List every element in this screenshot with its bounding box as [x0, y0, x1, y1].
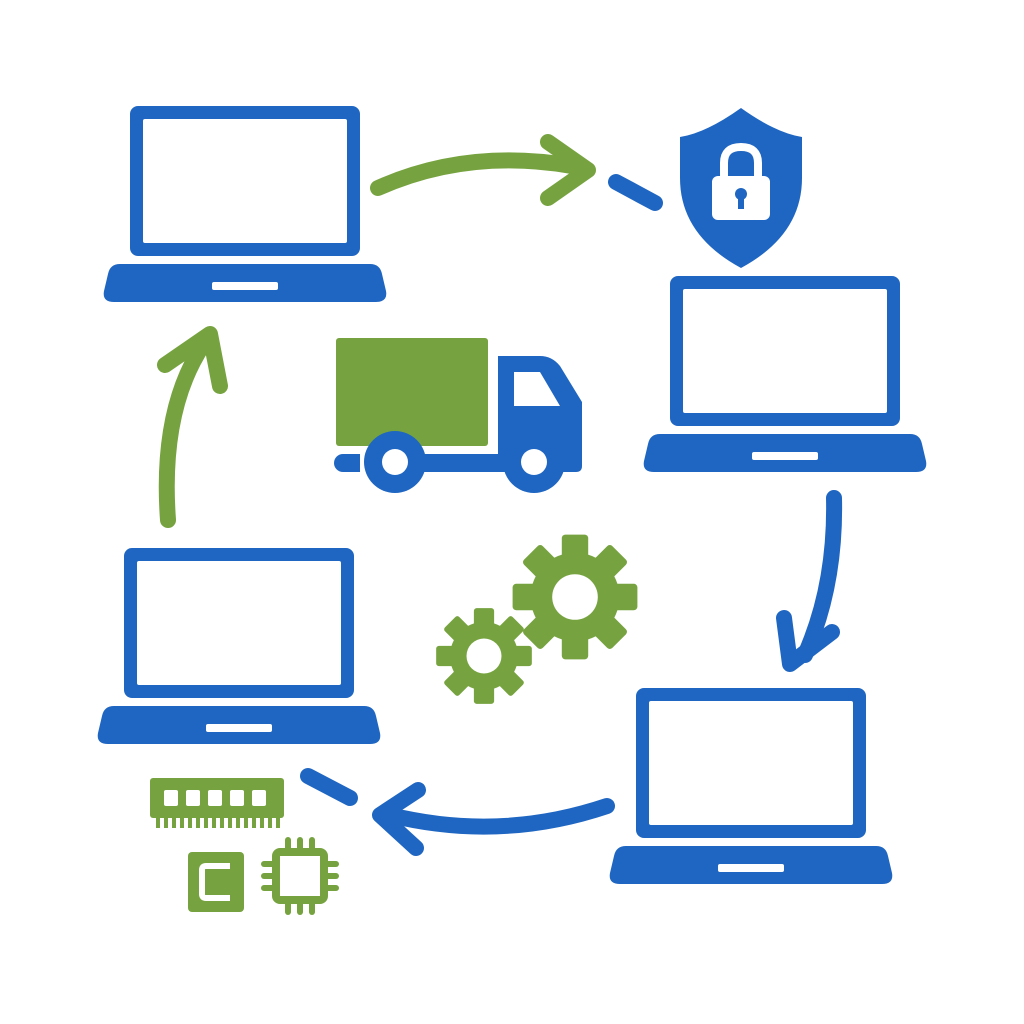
gears-icon [436, 534, 638, 704]
cpu-chip-icon [261, 837, 339, 915]
laptop-icon[interactable] [103, 106, 387, 302]
flow-arrow-green-top [370, 134, 663, 211]
storage-card-icon [188, 852, 244, 912]
flow-arrow-blue-bottom [300, 768, 615, 856]
flow-arrow-blue-right [776, 490, 843, 672]
laptop-icon[interactable] [97, 548, 381, 744]
laptop-icon[interactable] [643, 276, 927, 472]
flow-arrow-green-left [157, 326, 228, 528]
memory-chip-icon [150, 778, 284, 828]
delivery-truck-icon [334, 338, 582, 493]
laptop-icon[interactable] [609, 688, 893, 884]
shield-lock-icon [680, 108, 802, 268]
